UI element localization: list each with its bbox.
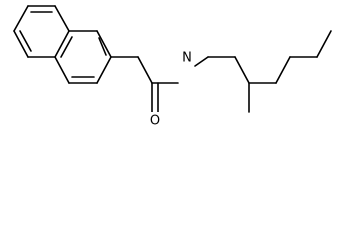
bond	[96, 56, 112, 84]
nitrogen-label: N	[182, 51, 192, 66]
double-bond-inner	[19, 30, 32, 52]
bond	[275, 56, 291, 84]
bond	[54, 30, 70, 58]
label-background	[180, 50, 194, 67]
oxygen-label: O	[150, 114, 160, 129]
bond	[13, 5, 29, 32]
bond	[96, 30, 112, 58]
bond	[316, 30, 332, 58]
bond	[54, 5, 70, 32]
bond	[137, 56, 153, 84]
label-background	[147, 112, 163, 130]
double-bond-inner	[60, 36, 73, 58]
bond	[54, 56, 70, 84]
molecule-canvas: N O	[13, 5, 332, 130]
structure-diagram: N O	[13, 5, 332, 130]
double-bond-inner	[98, 37, 107, 56]
bond	[194, 56, 209, 67]
bond	[13, 30, 29, 58]
bond	[234, 56, 250, 84]
